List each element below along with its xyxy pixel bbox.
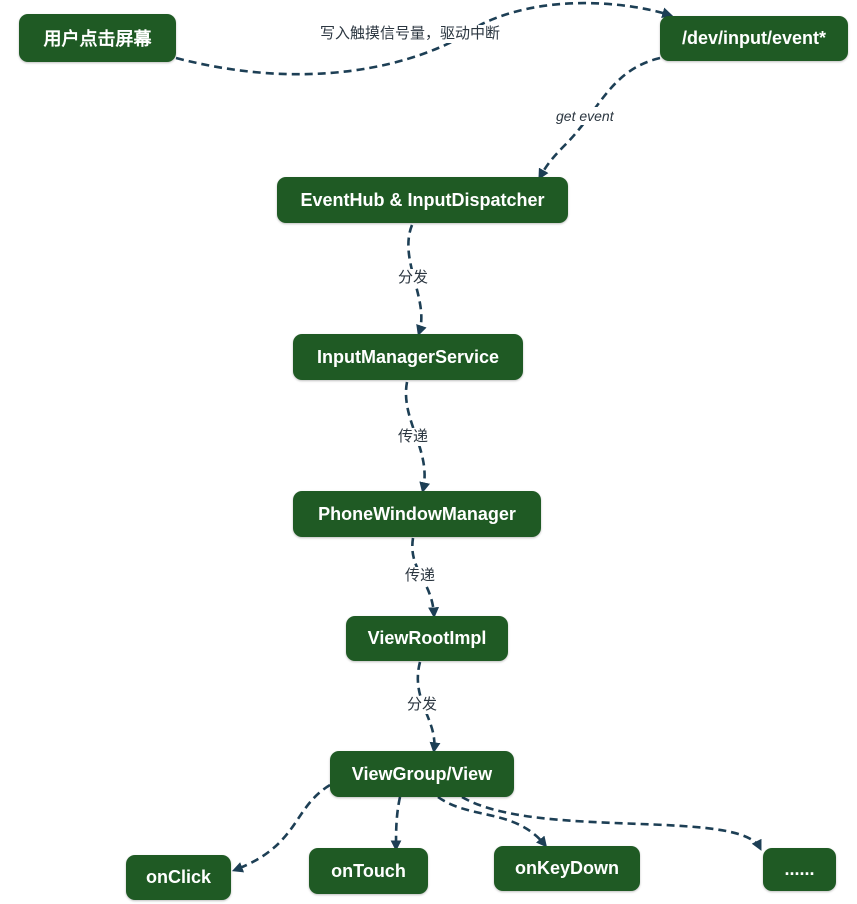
node-phone-window-manager: PhoneWindowManager xyxy=(293,491,541,537)
edge-view-root-to-view-group xyxy=(416,661,441,754)
node-view-root-impl: ViewRootImpl xyxy=(346,616,508,661)
node-input-manager-service: InputManagerService xyxy=(293,334,523,380)
edge-label-deliver-1: 传递 xyxy=(396,428,431,446)
edge-view-group-to-onkeydown xyxy=(437,795,548,848)
node-on-click: onClick xyxy=(126,855,231,900)
node-dev-input-event: /dev/input/event* xyxy=(660,16,848,61)
edge-label-dispatch-1: 分发 xyxy=(396,269,431,287)
node-user-tap-screen: 用户点击屏幕 xyxy=(19,14,176,62)
edge-view-group-to-more xyxy=(461,795,762,851)
edge-label-get-event: get event xyxy=(554,107,616,125)
node-view-group-view: ViewGroup/View xyxy=(330,751,514,797)
edge-dev-input-to-eventhub xyxy=(538,56,661,180)
node-more: ...... xyxy=(763,848,836,891)
edge-view-group-to-ontouch xyxy=(390,796,402,852)
edge-view-group-to-onclick xyxy=(231,783,331,873)
edge-label-deliver-2: 传递 xyxy=(403,567,438,585)
node-on-touch: onTouch xyxy=(309,848,428,894)
edge-label-write-touch-signal: 写入触摸信号量，驱动中断 xyxy=(318,25,503,43)
edge-phone-window-to-view-root xyxy=(411,537,440,619)
node-eventhub-inputdispatcher: EventHub & InputDispatcher xyxy=(277,177,568,223)
node-on-key-down: onKeyDown xyxy=(494,846,640,891)
edge-label-dispatch-2: 分发 xyxy=(405,696,440,714)
